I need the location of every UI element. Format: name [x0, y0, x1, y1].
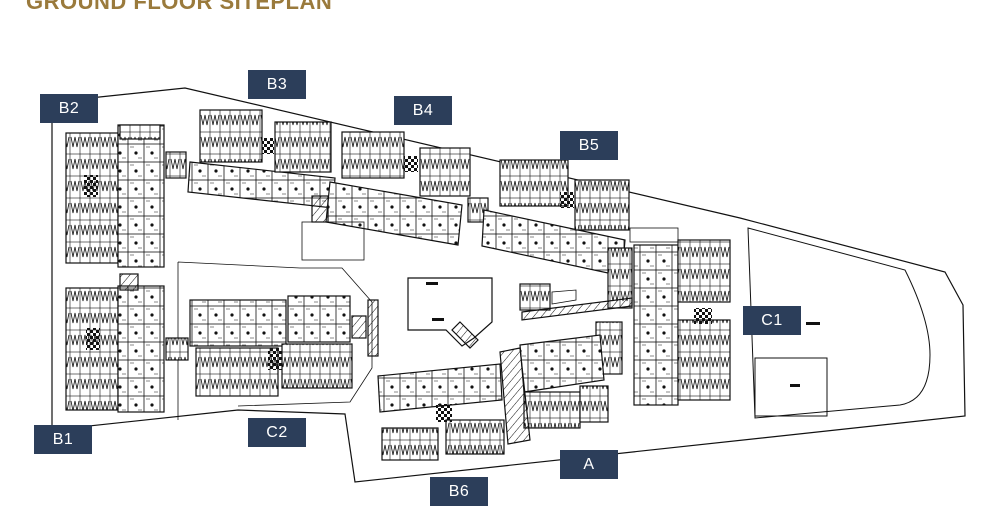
label-b5: B5	[560, 131, 618, 160]
building-a	[499, 334, 609, 445]
page-title: GROUND FLOOR SITEPLAN	[26, 0, 333, 14]
label-a: A	[560, 450, 618, 479]
label-b3: B3	[248, 70, 306, 99]
label-c2: C2	[248, 418, 306, 447]
building-b1	[65, 273, 165, 413]
label-c1: C1	[743, 306, 801, 335]
building-b2	[65, 124, 165, 268]
building-b3	[165, 109, 336, 209]
label-b1: B1	[34, 425, 92, 454]
building-b5	[481, 159, 679, 277]
central-building	[407, 277, 493, 349]
building-b6	[377, 363, 505, 461]
walkway	[519, 283, 633, 321]
label-b4: B4	[394, 96, 452, 125]
building-c1	[595, 239, 731, 406]
building-c2	[165, 295, 379, 397]
label-b2: B2	[40, 94, 98, 123]
building-b4	[301, 131, 489, 261]
label-b6: B6	[430, 477, 488, 506]
